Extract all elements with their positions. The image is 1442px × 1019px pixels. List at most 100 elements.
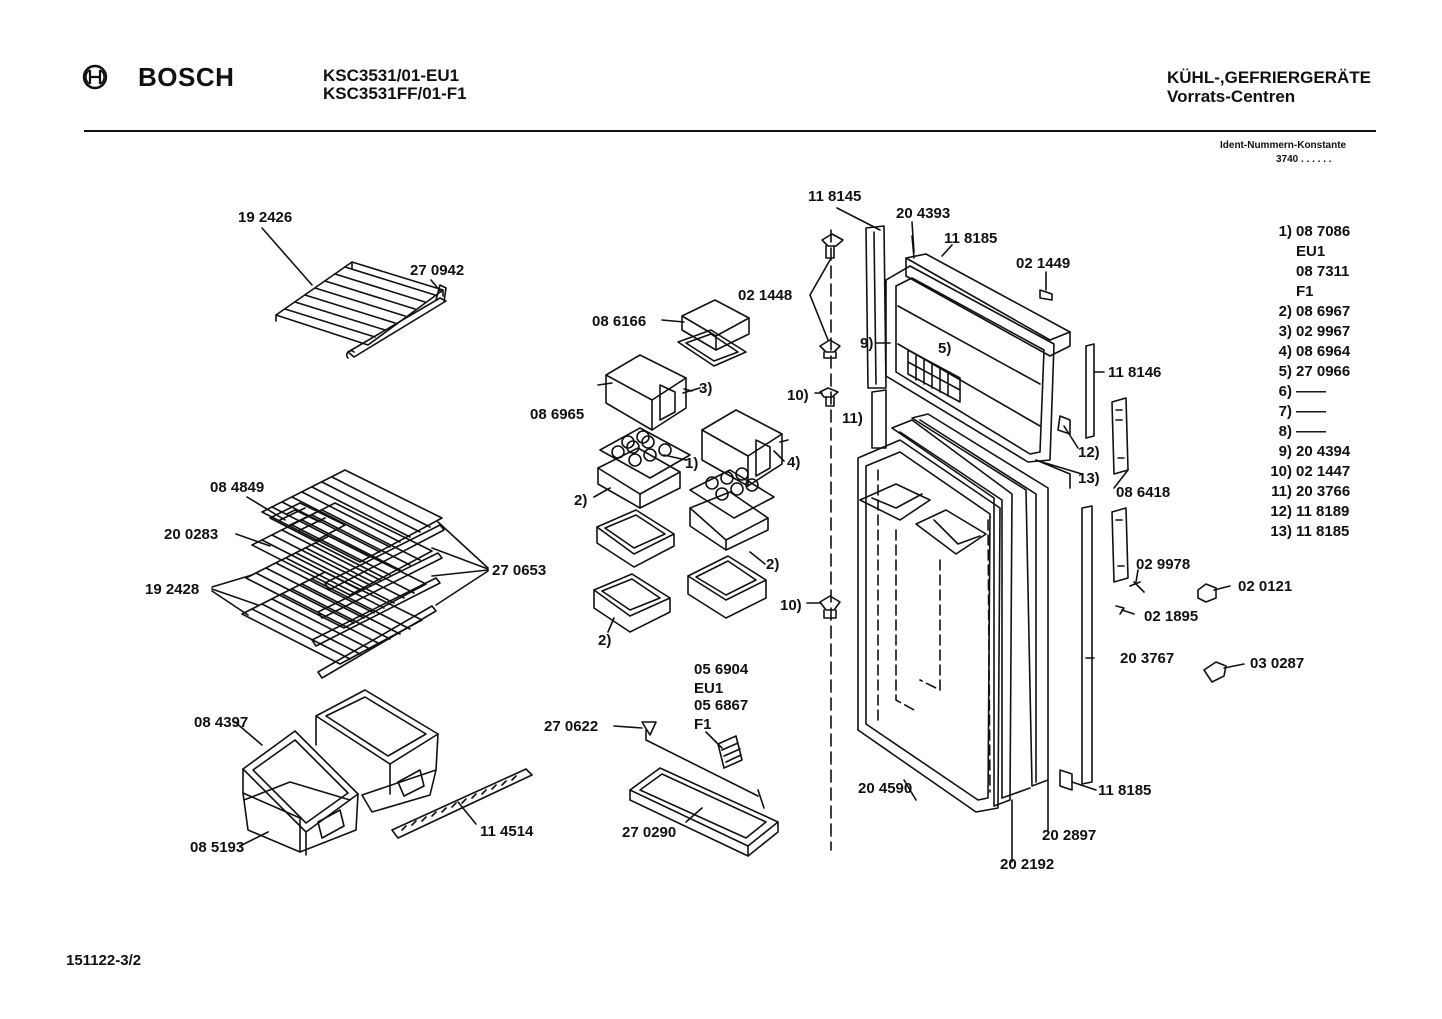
part-08-6418: 08 6418 xyxy=(1116,484,1171,501)
part-20-0283: 20 0283 xyxy=(164,526,219,543)
ident-label: Ident-Nummern-Konstante xyxy=(1220,140,1347,151)
legend-row: 7)—— xyxy=(1262,402,1372,422)
part-02-1449: 02 1449 xyxy=(1016,255,1071,272)
part-20-3767: 20 3767 xyxy=(1120,650,1175,667)
part-20-4393: 20 4393 xyxy=(896,205,951,222)
legend-value: 20 4394 xyxy=(1296,443,1351,460)
part-08-4849: 08 4849 xyxy=(210,479,265,496)
bosch-logo-icon xyxy=(82,64,108,95)
callout-2-a: 2) xyxy=(574,492,588,509)
legend-value: 11 8185 xyxy=(1296,523,1350,540)
legend-value: 08 6964 xyxy=(1296,343,1351,360)
legend-value: —— xyxy=(1296,403,1326,420)
legend-row: 4)08 6964 xyxy=(1262,342,1372,362)
callout-4: 4) xyxy=(787,454,801,471)
part-27-0622: 27 0622 xyxy=(544,718,599,735)
legend-value: 08 6967 xyxy=(1296,303,1351,320)
callout-9: 9) xyxy=(860,335,874,352)
part-05-6904: 05 6904 xyxy=(694,661,749,678)
legend-row: F1 xyxy=(1262,282,1372,302)
part-20-2192: 20 2192 xyxy=(1000,856,1055,873)
part-02-9978: 02 9978 xyxy=(1136,556,1191,573)
variant-eu1: EU1 xyxy=(694,680,724,697)
legend-number: 7) xyxy=(1278,403,1292,420)
part-11-8146: 11 8146 xyxy=(1108,364,1162,381)
legend-row: 3)02 9967 xyxy=(1262,322,1372,342)
legend-row: 8)—— xyxy=(1262,422,1372,442)
legend-number: 2) xyxy=(1278,303,1292,320)
legend-number: 10) xyxy=(1270,463,1292,480)
part-11-8145: 11 8145 xyxy=(808,188,862,205)
brand-name: BOSCH xyxy=(138,62,235,92)
header-rule xyxy=(84,130,1376,132)
legend-value: 02 9967 xyxy=(1296,323,1351,340)
part-19-2426: 19 2426 xyxy=(238,209,293,226)
part-27-0290: 27 0290 xyxy=(622,824,677,841)
legend-row: 9)20 4394 xyxy=(1262,442,1372,462)
hinge-parts xyxy=(819,229,844,851)
legend-number: 6) xyxy=(1278,383,1292,400)
part-27-0653: 27 0653 xyxy=(492,562,547,579)
callout-11: 11) xyxy=(842,410,863,427)
legend-value: —— xyxy=(1296,383,1326,400)
legend-number: 5) xyxy=(1278,363,1292,380)
callout-2-b: 2) xyxy=(766,556,780,573)
legend-row: EU1 xyxy=(1262,242,1372,262)
part-08-4397: 08 4397 xyxy=(194,714,249,731)
legend-number: 12) xyxy=(1270,503,1292,520)
shelf-stack xyxy=(241,469,445,679)
legend-number: 9) xyxy=(1278,443,1292,460)
part-20-4590: 20 4590 xyxy=(858,780,913,797)
fridge-door xyxy=(857,343,1227,813)
callout-13: 13) xyxy=(1078,470,1100,487)
part-20-2897: 20 2897 xyxy=(1042,827,1097,844)
legend-row: 08 7311 xyxy=(1262,262,1372,282)
legend-row: 11)20 3766 xyxy=(1262,482,1372,502)
variant-f1: F1 xyxy=(694,716,712,733)
callout-10-b: 10) xyxy=(780,597,802,614)
part-02-0121: 02 0121 xyxy=(1238,578,1293,595)
legend-row: 13)11 8185 xyxy=(1262,522,1372,542)
legend-row: 6)—— xyxy=(1262,382,1372,402)
model-line-2: KSC3531FF/01-F1 xyxy=(323,84,467,103)
legend-value: 11 8189 xyxy=(1296,503,1350,520)
callout-5: 5) xyxy=(938,340,952,357)
part-03-0287: 03 0287 xyxy=(1250,655,1305,672)
callout-12: 12) xyxy=(1078,444,1100,461)
ident-value: 3740 . . . . . . xyxy=(1276,154,1332,165)
part-11-4514: 11 4514 xyxy=(480,823,534,840)
crisper-drawers xyxy=(242,689,439,856)
part-11-8185-bottom: 11 8185 xyxy=(1098,782,1152,799)
legend-value: 08 7086 xyxy=(1296,223,1351,240)
callout-1: 1) xyxy=(685,455,699,472)
legend-number: 13) xyxy=(1270,523,1292,540)
part-08-5193: 08 5193 xyxy=(190,839,245,856)
wire-shelf-top xyxy=(275,261,447,359)
legend-value: EU1 xyxy=(1296,243,1326,260)
part-08-6965: 08 6965 xyxy=(530,406,585,423)
callout-3: 3) xyxy=(699,380,713,397)
part-11-8185-top: 11 8185 xyxy=(944,230,998,247)
callout-10-a: 10) xyxy=(787,387,809,404)
part-05-6867: 05 6867 xyxy=(694,697,749,714)
legend-number: 8) xyxy=(1278,423,1292,440)
door-compartments xyxy=(593,299,789,633)
part-19-2428: 19 2428 xyxy=(145,581,200,598)
bottle-shelf xyxy=(629,721,779,857)
part-02-1448: 02 1448 xyxy=(738,287,793,304)
legend-value: 02 1447 xyxy=(1296,463,1351,480)
callout-2-c: 2) xyxy=(598,632,612,649)
legend-value: 20 3766 xyxy=(1296,483,1351,500)
legend-number: 11) xyxy=(1271,483,1292,500)
category-line-1: KÜHL-,GEFRIERGERÄTE xyxy=(1167,68,1371,87)
model-line-1: KSC3531/01-EU1 xyxy=(323,66,460,85)
legend-value: 27 0966 xyxy=(1296,363,1351,380)
legend-number: 4) xyxy=(1278,343,1292,360)
legend-row: 1)08 7086 xyxy=(1262,222,1372,242)
legend-value: —— xyxy=(1296,423,1326,440)
legend-number: 3) xyxy=(1278,323,1292,340)
legend-number: 1) xyxy=(1278,223,1292,240)
part-02-1895: 02 1895 xyxy=(1144,608,1199,625)
